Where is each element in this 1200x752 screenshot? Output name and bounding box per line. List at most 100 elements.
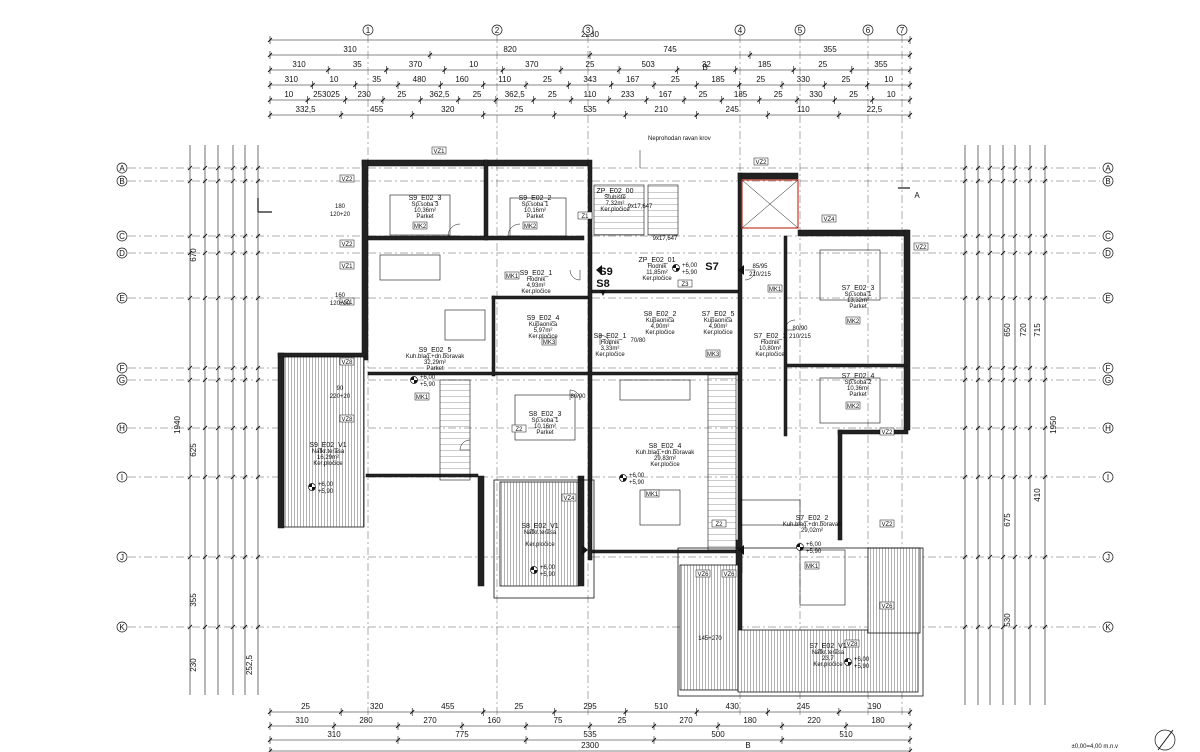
dim-top-row4-tick — [694, 82, 699, 88]
dim-left-tick — [230, 624, 236, 630]
interior-wall — [591, 289, 739, 294]
row-axis-bubble-left — [116, 374, 128, 386]
exterior-wall — [837, 429, 909, 435]
dim-top-row3-value: 503 — [642, 60, 656, 69]
dim-top-row5-tick — [380, 97, 386, 103]
dim-left-tick — [187, 233, 193, 239]
room-name: Hodnik — [648, 264, 668, 270]
row-axis-label-right: E — [1105, 294, 1110, 303]
dim-top-row5-tick — [568, 97, 574, 103]
dim-top-row5-value: 25 — [774, 90, 783, 99]
dim-bottom-row2-value: 270 — [679, 716, 693, 725]
row-axis-bubble-left — [116, 621, 128, 633]
room-id: S8_E02_2 — [644, 311, 677, 318]
dim-left-tick — [230, 165, 236, 171]
room-floor: Ker.pločice — [313, 461, 343, 467]
dim-right-value: 715 — [1033, 323, 1042, 337]
dim-top-row4-tick — [566, 82, 571, 88]
window-tag-label: VZ4 — [823, 217, 835, 223]
dim-left-value: 1940 — [173, 416, 182, 434]
room-name: Sp.soba 1 — [521, 202, 549, 208]
dim-right-tick — [975, 178, 981, 184]
dim-top-row5-tick — [907, 97, 913, 103]
window-tag-label: VZ2 — [341, 242, 353, 248]
dim-top-row6-tick — [267, 112, 273, 118]
dim-top-row4-tick — [438, 82, 443, 88]
opening-dim: 145+270 — [698, 636, 722, 642]
dim-top-row6-tick — [836, 112, 842, 118]
room-name: Kuh.blag.+dn.boravak — [406, 354, 466, 360]
room-name: Kuh.blag.+dn.boravak — [636, 450, 696, 456]
window-tag-label: MK2 — [414, 224, 427, 230]
dim-right-tick — [987, 474, 993, 480]
interior-wall — [483, 159, 489, 241]
bed — [509, 197, 567, 237]
row-axis-bubble-right — [1102, 162, 1114, 174]
room-id: S9_E02_4 — [527, 315, 560, 322]
level-bottom: +5,90 — [629, 480, 645, 486]
row-axis-label-right: A — [1105, 164, 1111, 173]
interior-wall — [367, 371, 739, 376]
dim-top-row4-value: 35 — [372, 75, 381, 84]
dim-right-tick — [1042, 178, 1048, 184]
room-floor: Ker.pločice — [528, 334, 558, 340]
dim-top-row5-value: 253025 — [313, 90, 340, 99]
dim-left-tick — [215, 554, 221, 560]
dim-right-tick — [975, 295, 981, 301]
dim-left-tick — [202, 178, 208, 184]
dim-right-tick — [975, 624, 981, 630]
dim-left-tick — [215, 178, 221, 184]
interior-wall — [587, 159, 593, 561]
dim-top-row5-tick — [455, 97, 461, 103]
dim-left-tick — [242, 295, 248, 301]
dim-right-tick — [1042, 295, 1048, 301]
dim-top-row4-value: 110 — [498, 75, 511, 84]
dim-top-row5-tick — [832, 97, 838, 103]
dim-top-row4-value: 25 — [671, 75, 680, 84]
room-floor: Ker.pločice — [525, 542, 555, 548]
dim-left-tick — [187, 250, 193, 256]
dim-left-tick — [230, 554, 236, 560]
dim-bottom-row1-value: 455 — [441, 702, 455, 711]
dim-top-row1-tick — [267, 37, 273, 43]
dim-top-row5-value: 167 — [659, 90, 673, 99]
dim-right-tick — [1042, 165, 1048, 171]
dim-top-row4-value: 480 — [413, 75, 427, 84]
dim-right-tick — [1012, 165, 1018, 171]
room-id: S9_E02_3 — [409, 195, 442, 202]
exterior-wall — [361, 159, 369, 361]
dim-left-tick — [242, 165, 248, 171]
column-axis-label: 2 — [495, 26, 500, 35]
dim-bottom-row4-tick — [908, 748, 913, 752]
dim-right-tick — [975, 165, 981, 171]
unit-label-s9: S9 — [599, 266, 612, 278]
dim-right-tick — [1012, 474, 1018, 480]
unit-label-s8: S8 — [596, 278, 609, 290]
dim-top-row5-value: 25 — [849, 90, 858, 99]
level-bottom: +5,90 — [806, 549, 822, 555]
dim-left-tick — [255, 365, 261, 371]
dim-top-row5-tick — [305, 97, 310, 103]
dim-top-row6-tick — [907, 112, 913, 118]
level-top: +6,00 — [629, 473, 645, 479]
dim-right-tick — [987, 554, 993, 560]
dim-bottom-row3-value: 310 — [327, 730, 341, 739]
dim-bottom-row1-value: 25 — [301, 702, 310, 711]
column-axis-label: 5 — [798, 26, 803, 35]
dim-left-tick — [255, 233, 261, 239]
dim-right-tick — [1012, 377, 1018, 383]
row-axis-bubble-right — [1102, 175, 1114, 187]
window-tag — [845, 401, 861, 410]
dim-left-tick — [215, 377, 221, 383]
row-axis-bubble-left — [116, 230, 128, 242]
dim-bottom-row1-tick — [694, 709, 699, 715]
dim-right-tick — [975, 377, 981, 383]
opening-dim: 220+20 — [330, 394, 351, 400]
section-mark-b-bottom: B — [745, 741, 750, 750]
room-id: S9_E02_V1 — [309, 442, 346, 449]
dim-bottom-row2-tick — [651, 723, 657, 729]
column-axis-label: 1 — [366, 26, 371, 35]
kitchen-counter — [739, 499, 801, 526]
dim-right-value: 675 — [1003, 513, 1012, 527]
window-tag-label: VZ6 — [723, 572, 735, 578]
